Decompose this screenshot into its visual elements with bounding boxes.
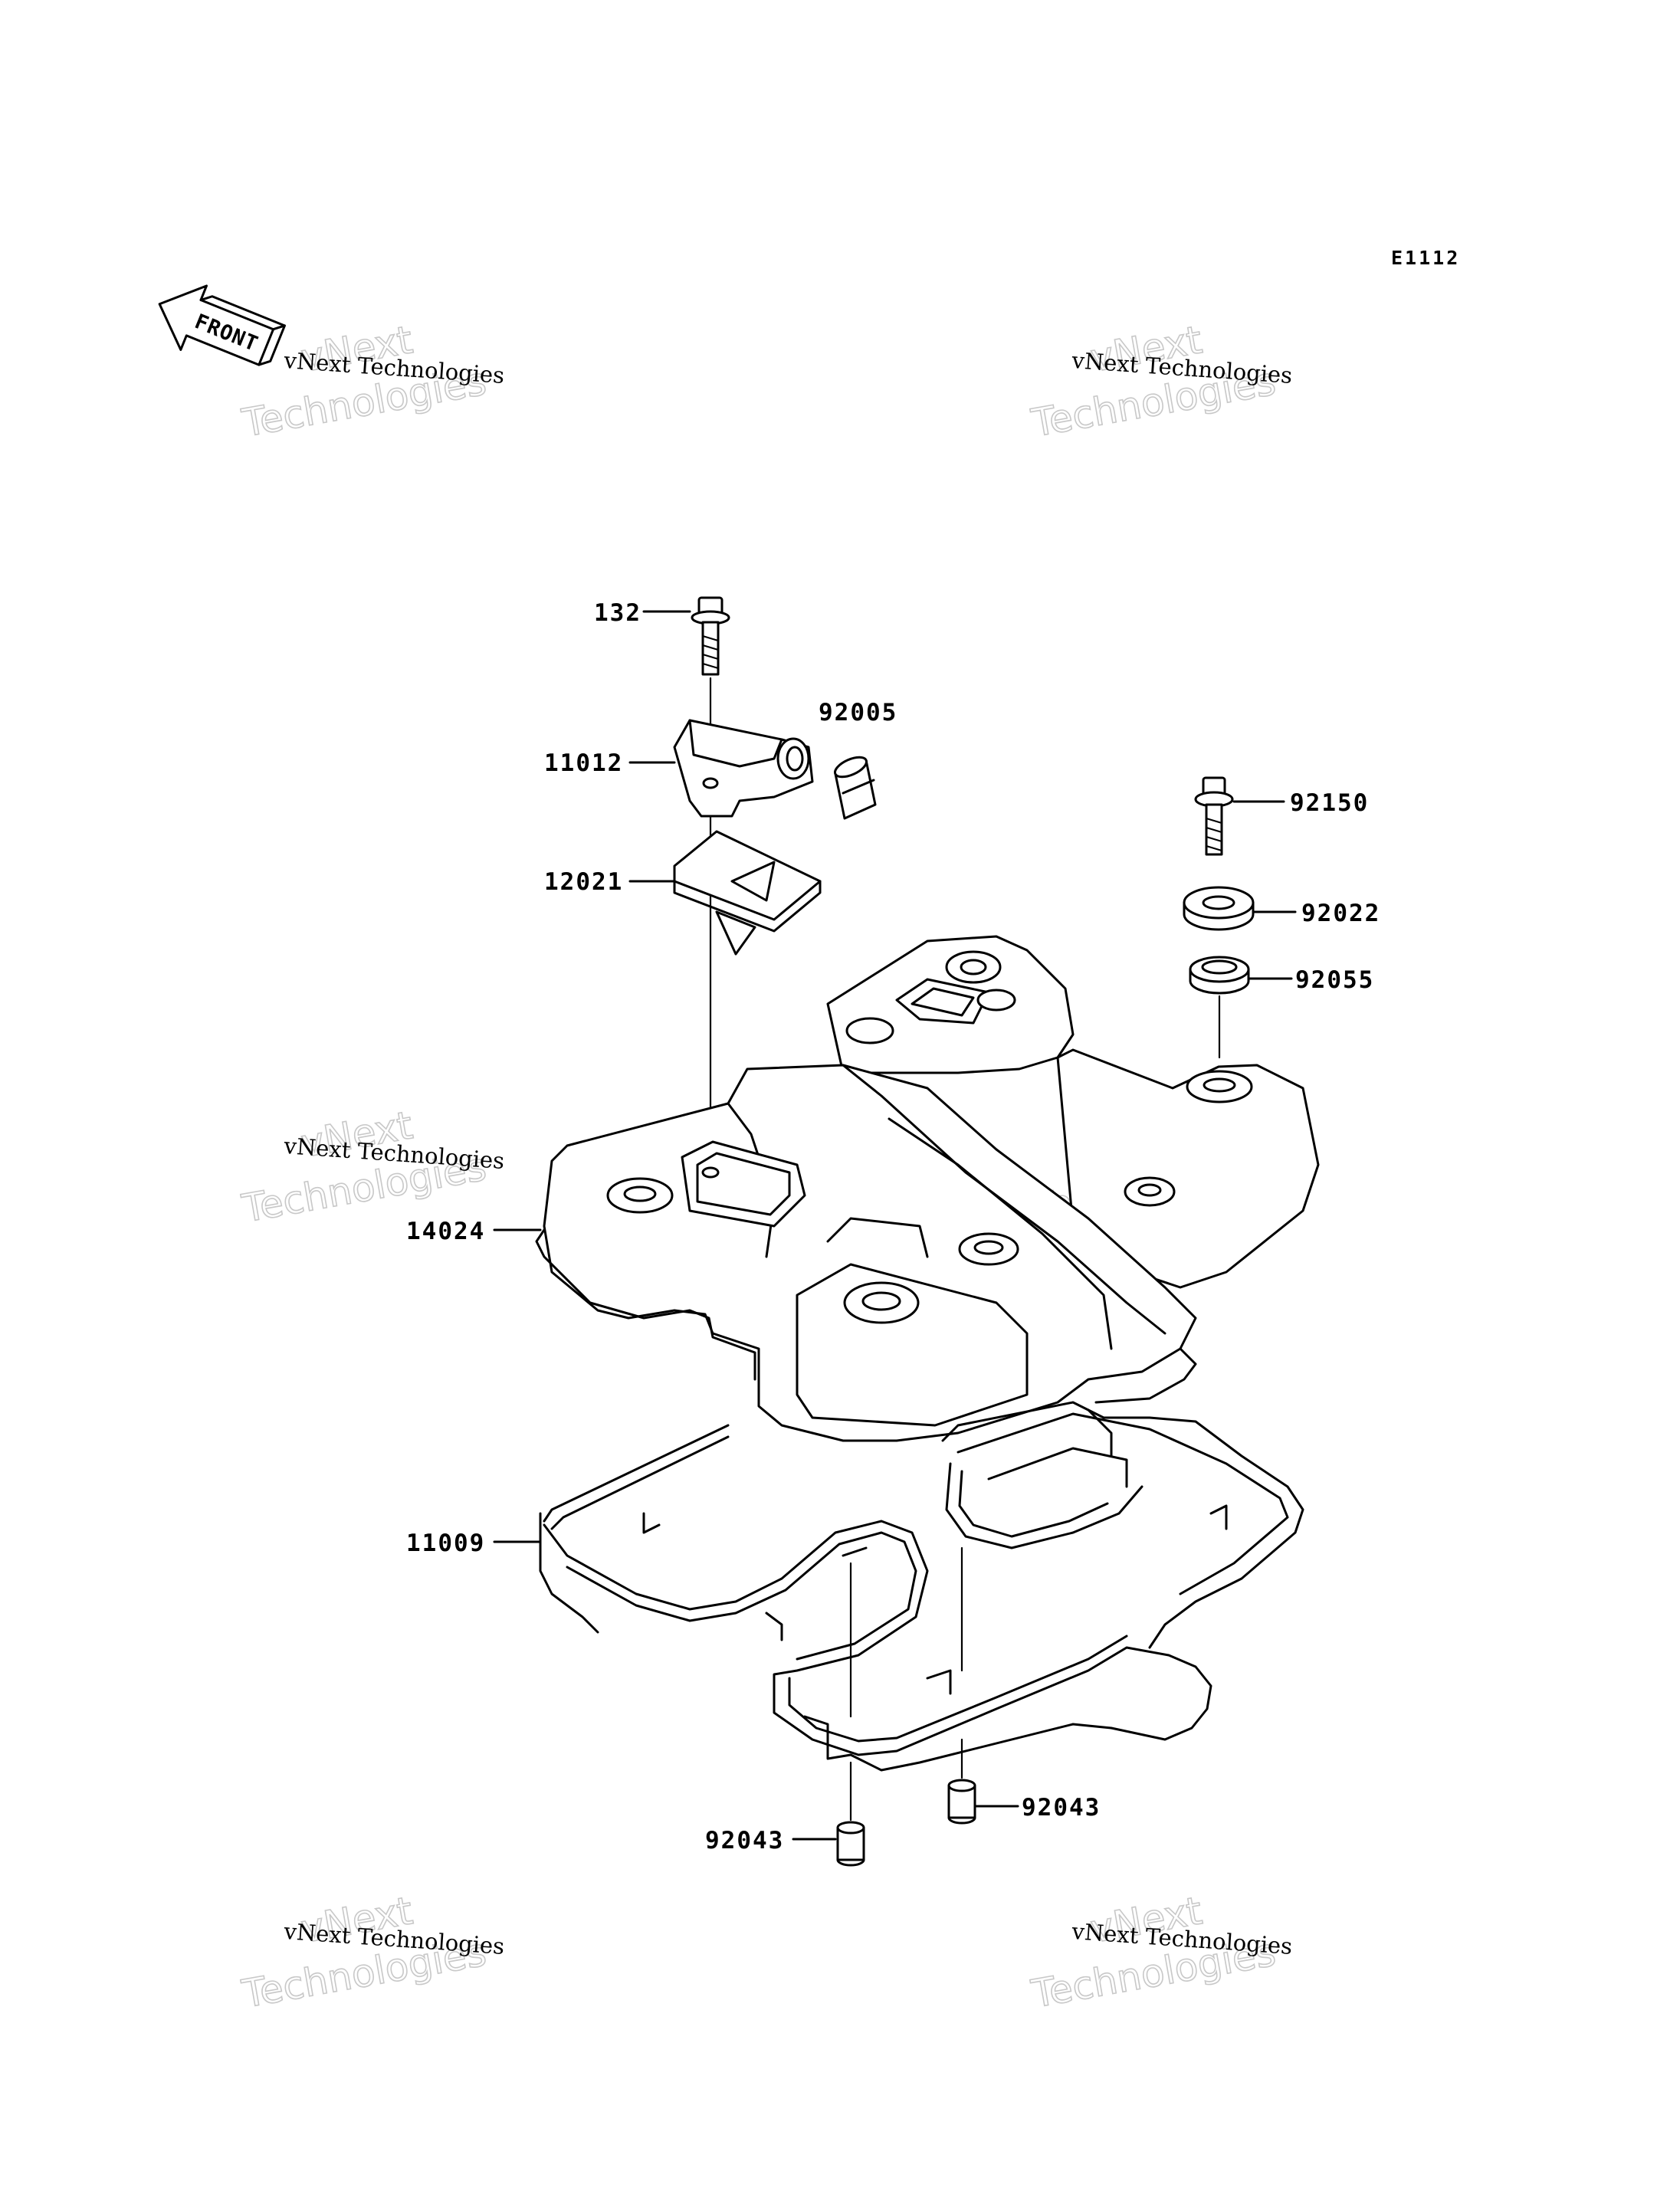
label-132: 132 [594, 599, 641, 627]
holder-icon [673, 719, 814, 818]
label-12021: 12021 [544, 868, 623, 896]
cylinder-head-cover-icon [535, 935, 1320, 1442]
watermark-top-right: vNext Technologies vNext Technologies [1027, 317, 1293, 447]
label-92005: 92005 [819, 699, 897, 726]
grommet-icon [1189, 956, 1250, 995]
bolt-top-icon [691, 596, 730, 676]
cap-plug-icon [833, 756, 877, 820]
watermark-bottom-right: vNext Technologies vNext Technologies [1027, 1888, 1293, 2018]
label-92043-right: 92043 [1022, 1794, 1101, 1822]
dowel-pin-left-icon [836, 1821, 865, 1867]
label-92150: 92150 [1290, 789, 1369, 817]
label-11009: 11009 [406, 1530, 485, 1557]
front-arrow-icon: FRONT [158, 284, 286, 366]
label-92055: 92055 [1295, 966, 1374, 994]
watermark-mid-left: vNext Technologies vNext Technologies [238, 1103, 505, 1232]
gasket-icon [539, 1401, 1304, 1772]
dowel-pin-right-icon [947, 1779, 976, 1825]
label-14024: 14024 [406, 1218, 485, 1245]
watermark-bottom-left: vNext Technologies vNext Technologies [238, 1888, 505, 2018]
bolt-right-icon [1194, 776, 1234, 856]
washer-icon [1183, 886, 1255, 931]
label-92022: 92022 [1301, 900, 1380, 927]
diagram-code: E1112 [1391, 247, 1460, 269]
guide-icon [673, 830, 822, 956]
label-92043-left: 92043 [705, 1827, 784, 1854]
label-11012: 11012 [544, 749, 623, 777]
